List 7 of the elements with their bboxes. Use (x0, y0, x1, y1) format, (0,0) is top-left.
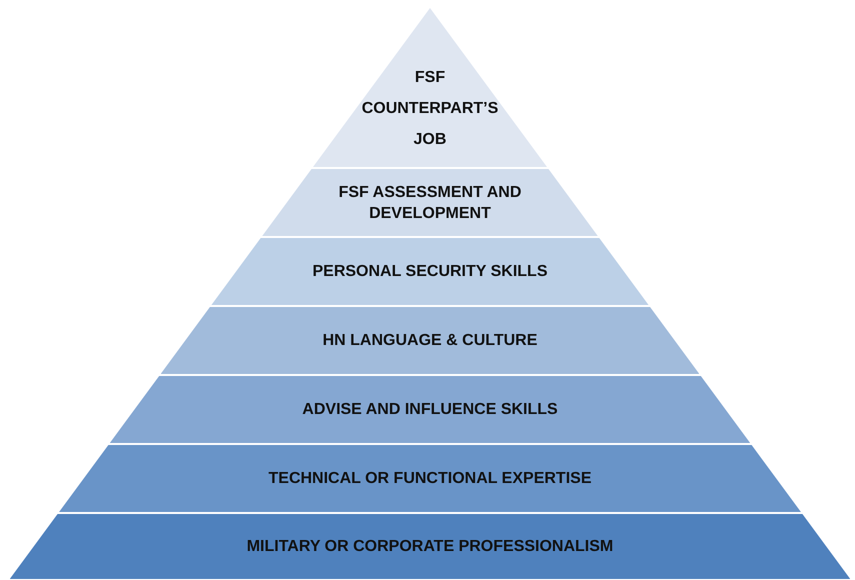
tier-label: FSF COUNTERPART’S JOB (360, 68, 500, 150)
tier-label: FSF ASSESSMENT AND DEVELOPMENT (338, 182, 522, 224)
tier-label: PERSONAL SECURITY SKILLS (312, 262, 548, 282)
tier-label: MILITARY OR CORPORATE PROFESSIONALISM (246, 537, 614, 557)
tier-label: ADVISE AND INFLUENCE SKILLS (302, 400, 558, 420)
tier-label: HN LANGUAGE & CULTURE (322, 331, 538, 351)
tier-label: TECHNICAL OR FUNCTIONAL EXPERTISE (268, 469, 592, 489)
